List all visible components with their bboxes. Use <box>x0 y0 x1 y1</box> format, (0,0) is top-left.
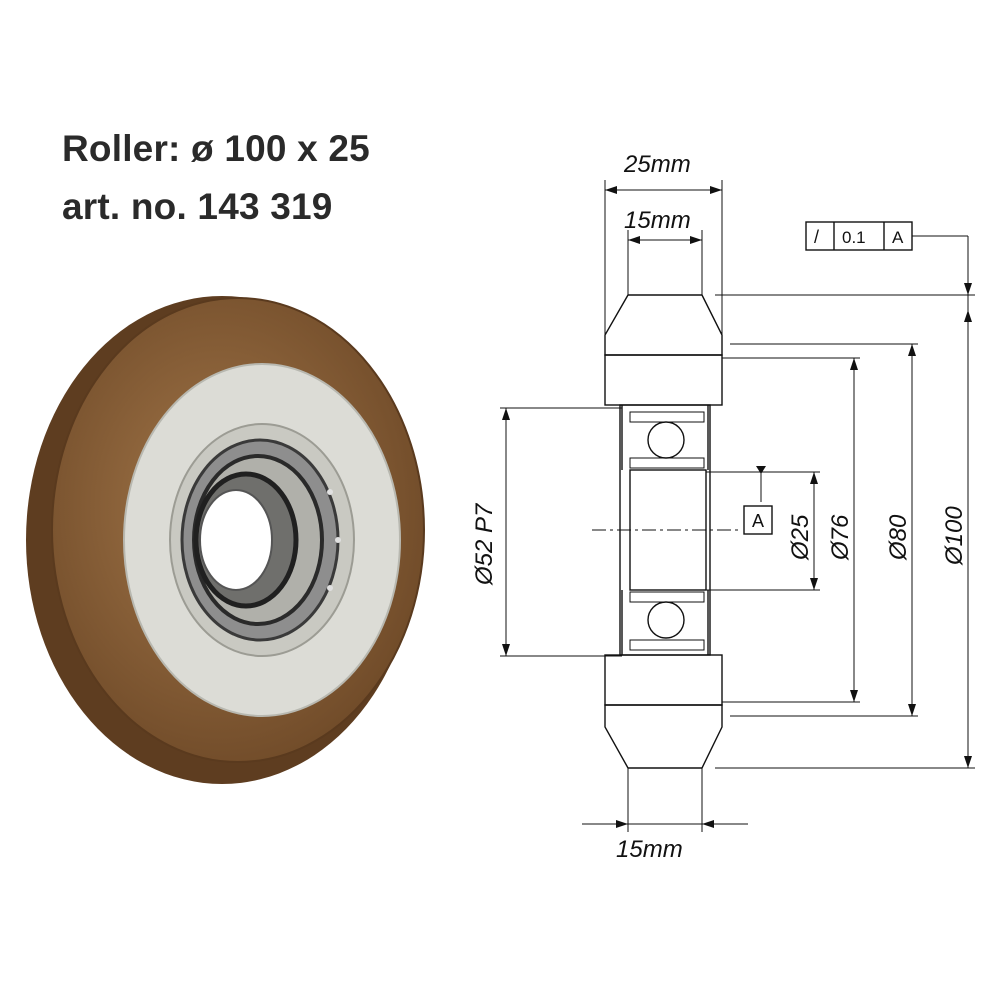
tolerance-frame <box>805 221 913 251</box>
tread-bottom <box>604 704 723 769</box>
dimensions: 25mm 15mm 15mm Ø52 P7 Ø25 A <box>471 151 975 863</box>
dim-dia-76: Ø76 <box>827 514 854 561</box>
bearing-ball <box>327 585 333 591</box>
dim-dia-100: Ø100 <box>941 506 968 566</box>
ball-top <box>647 421 685 459</box>
roller-render <box>26 296 425 784</box>
hub-bottom <box>604 654 723 706</box>
dim-width-top: 25mm <box>623 151 691 178</box>
title-line-2: art. no. 143 319 <box>62 186 333 227</box>
race-top <box>629 411 705 423</box>
dim-dia-80: Ø80 <box>885 514 912 561</box>
hub-top <box>604 354 723 406</box>
bearing-ball <box>327 489 333 495</box>
bearing-ball <box>335 537 341 543</box>
race-bottom <box>629 591 705 603</box>
race-top-inner <box>629 457 705 469</box>
roller-bore <box>199 489 273 591</box>
dim-width-inner: 15mm <box>624 207 691 234</box>
tread-top <box>604 294 723 356</box>
dim-dia-bore: Ø52 P7 <box>471 502 498 586</box>
tolerance-symbol: / <box>814 227 819 247</box>
tolerance-value: 0.1 <box>842 228 866 247</box>
roller-tyre-edge <box>51 297 425 763</box>
section-drawing <box>592 294 738 769</box>
tolerance-datum: A <box>892 228 904 247</box>
ball-bottom <box>647 601 685 639</box>
datum-box <box>743 505 773 535</box>
datum-label: A <box>752 511 764 531</box>
title-line-1: Roller: ø 100 x 25 <box>62 128 370 169</box>
race-bottom-inner <box>629 639 705 651</box>
dim-width-bottom: 15mm <box>616 836 683 863</box>
dim-dia-shaft: Ø25 <box>787 514 814 561</box>
